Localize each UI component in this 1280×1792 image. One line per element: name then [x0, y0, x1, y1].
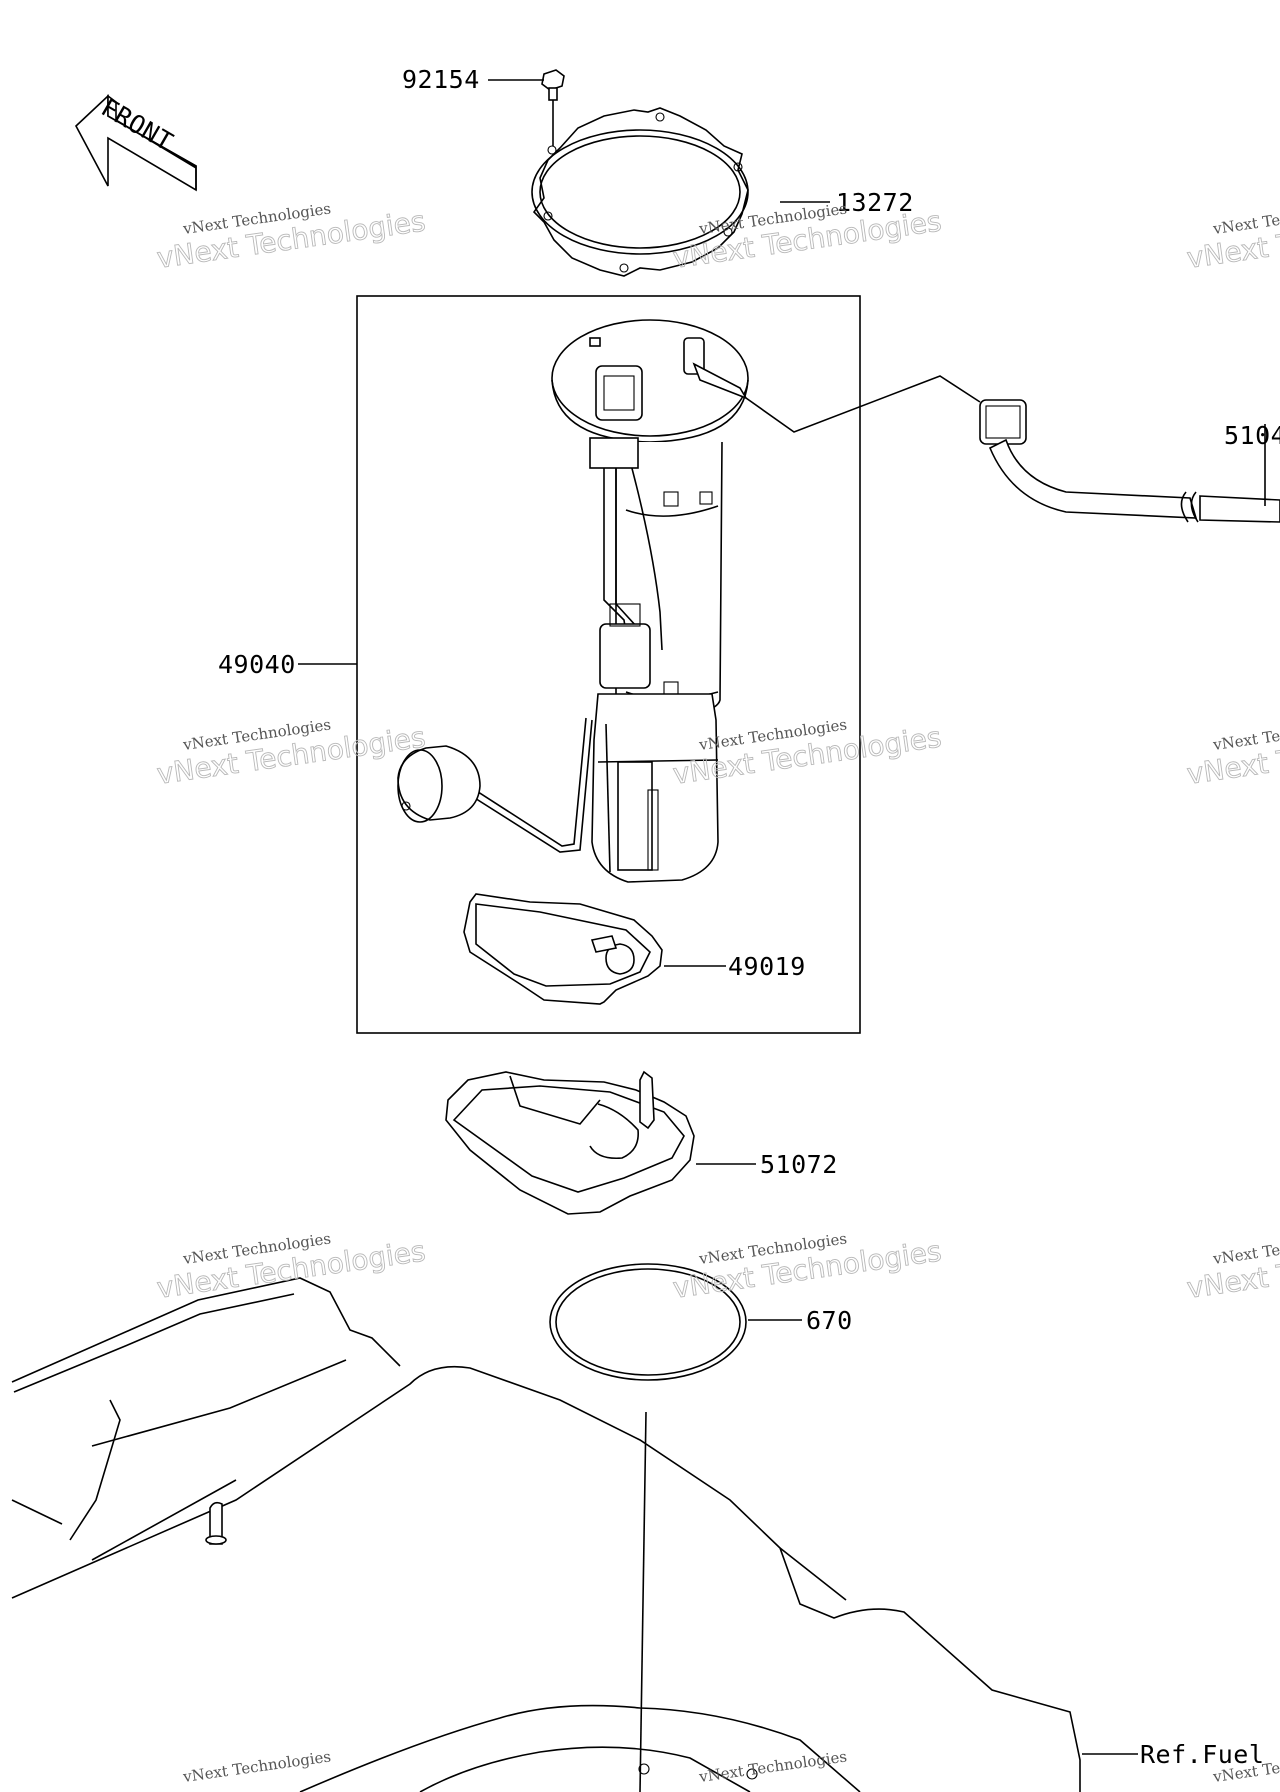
watermark-9: vNext Technologies vNext Technologies [1184, 1229, 1280, 1305]
watermark-10: vNext Technologies [181, 1747, 332, 1786]
fuel-tank-ref [11, 1277, 1081, 1792]
svg-text:vNext Technologies: vNext Technologies [697, 1747, 848, 1786]
callout-670[interactable]: 670 [806, 1306, 853, 1335]
callout-5104[interactable]: 5104 [1224, 421, 1280, 450]
callout-49040[interactable]: 49040 [218, 650, 296, 679]
callout-92154[interactable]: 92154 [402, 65, 480, 94]
callout-13272[interactable]: 13272 [836, 188, 914, 217]
bolt-92154 [541, 69, 565, 146]
callout-49019[interactable]: 49019 [728, 952, 806, 981]
watermark-1: vNext Technologies vNext Technologies [154, 199, 427, 275]
fuel-hose-51044 [979, 399, 1280, 523]
fuel-filter-49019 [463, 893, 663, 1005]
watermark-8: vNext Technologies vNext Technologies [670, 1229, 943, 1305]
callout-ref-fuel[interactable]: Ref.Fuel [1140, 1740, 1264, 1769]
bracket-51072 [445, 1070, 695, 1215]
watermark-4: vNext Technologies vNext Technologies [154, 715, 427, 791]
fuel-pump-49040 [397, 319, 749, 883]
watermark-7: vNext Technologies vNext Technologies [154, 1229, 427, 1305]
o-ring-670 [549, 1263, 747, 1381]
watermark-6: vNext Technologies vNext Technologies [1184, 715, 1280, 791]
front-arrow-icon: FRONT [75, 93, 197, 192]
gasket-13272 [531, 107, 749, 277]
watermark-11: vNext Technologies [697, 1747, 848, 1786]
callout-51072[interactable]: 51072 [760, 1150, 838, 1179]
svg-text:vNext Technologies: vNext Technologies [181, 1747, 332, 1786]
watermark-3: vNext Technologies vNext Technologies [1184, 199, 1280, 275]
